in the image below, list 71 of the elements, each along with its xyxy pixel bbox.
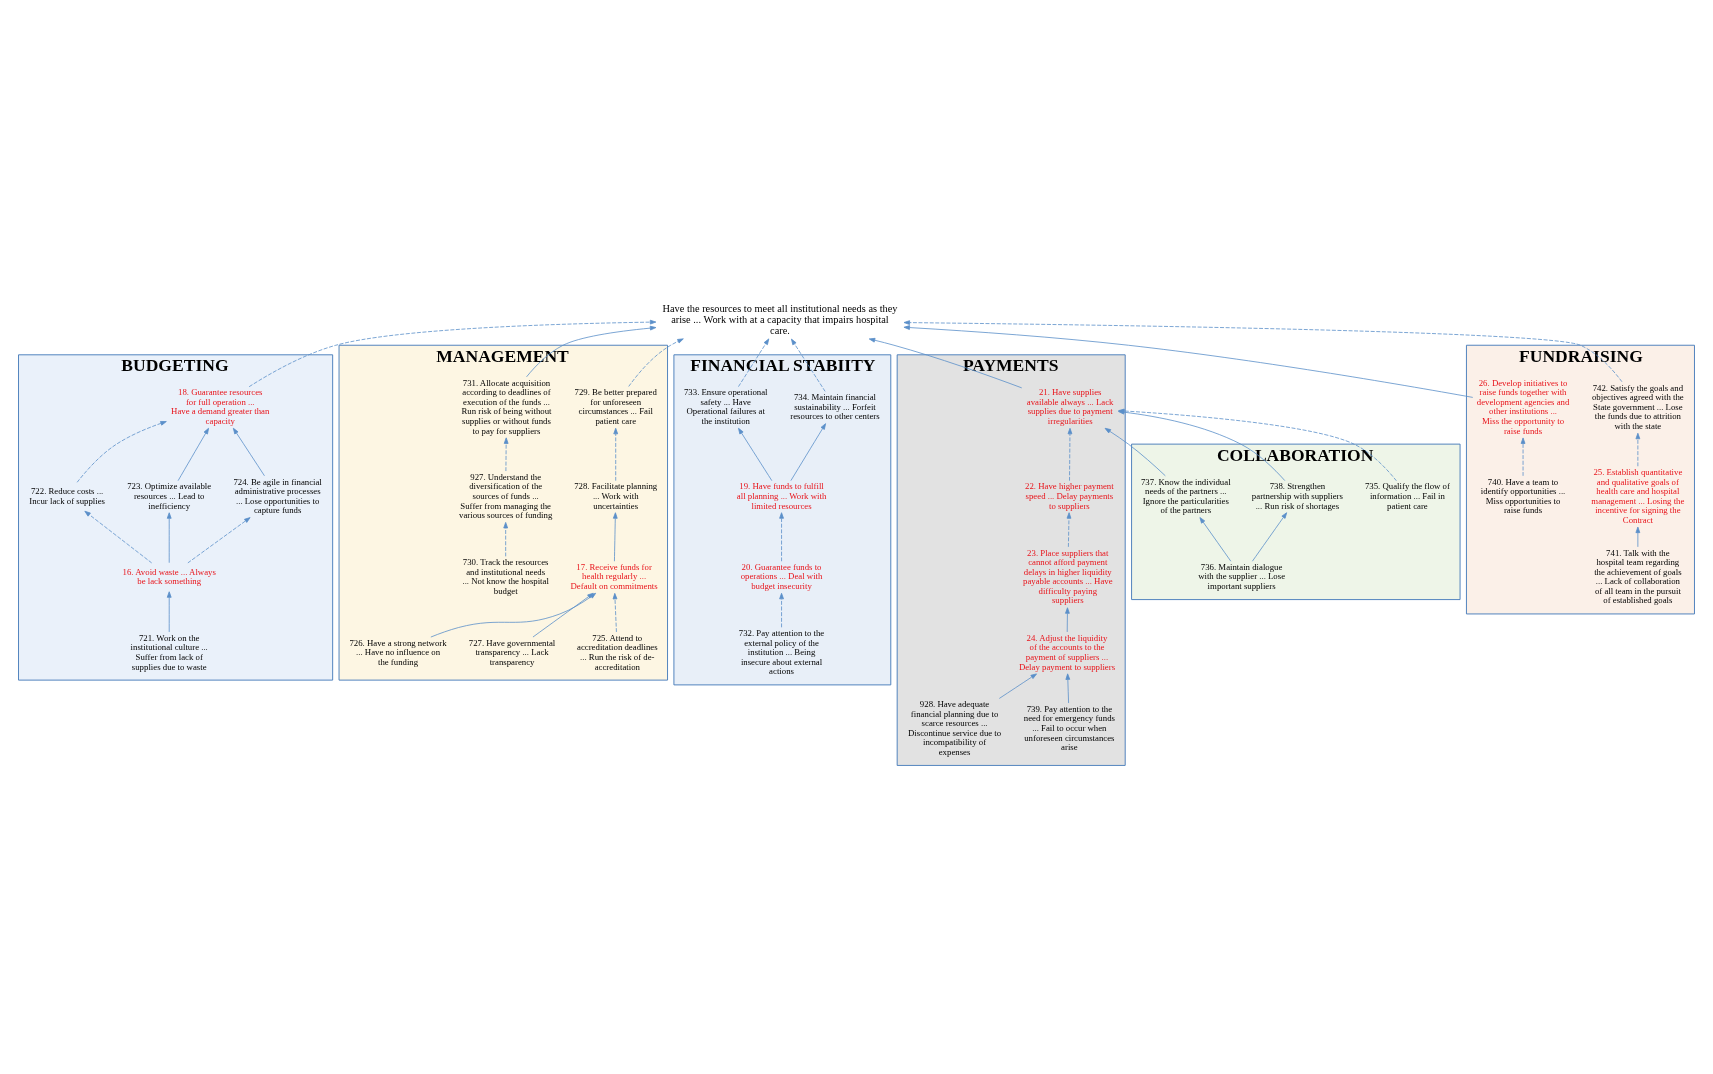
arrow	[166, 512, 172, 564]
arrow	[903, 320, 1623, 383]
node-text: 928. Have adequate financial planning due to scarce resources ... Discontinue service due to incompatibility of expenses	[907, 699, 1002, 757]
node-text: 729. Be better prepared for unforeseen circumstances ... Fail patient care	[574, 387, 657, 427]
arrow	[612, 592, 618, 633]
node-text: 20. Guarantee funds to operations ... Deal with budget insecurity	[740, 561, 823, 592]
arrow	[868, 337, 1023, 389]
node-text: 738. Strengthen partnership with suppliers ... Run risk of shortages	[1251, 481, 1343, 511]
arrow	[791, 338, 826, 392]
node-text: 736. Maintain dialogue with the supplier ... Lose important suppliers	[1198, 561, 1286, 592]
arrow	[790, 423, 826, 482]
node-text: 723. Optimize available resources ... Lead to inefficiency	[127, 481, 212, 511]
node-text: 18. Guarantee resources for full operation ... Have a demand greater than capacity	[171, 387, 270, 427]
arrow	[738, 427, 773, 482]
arrow	[76, 421, 167, 483]
arrow	[503, 437, 509, 472]
node-text: 722. Reduce costs ... Incur lack of supplies	[29, 486, 105, 506]
node-text: 927. Understand the diversification of the sources of funds ... Suffer from managing the various sources of funding	[459, 471, 553, 521]
node-text: 742. Satisfy the goals and objectives agreed with the State government ... Lose the funds due to attrition with the state	[1591, 382, 1684, 431]
arrow	[232, 427, 265, 477]
arrow	[166, 591, 172, 633]
arrow	[628, 338, 684, 387]
node-text: 728. Facilitate planning ... Work with uncertainties	[574, 481, 658, 511]
arrow	[1067, 427, 1073, 482]
arrow	[1251, 512, 1288, 562]
arrow	[503, 522, 509, 557]
arrow	[187, 517, 251, 564]
node-text: 730. Track the resources and institutional needs ... Not know the hospital budget	[462, 557, 549, 596]
node-text: 725. Attend to accreditation deadlines ... Run the risk of de-accreditation	[577, 632, 658, 672]
node-text: 21. Have supplies available always ... Lack supplies due to payment irregularities	[1026, 387, 1114, 427]
node-text: 24. Adjust the liquidity of the accounts to the payment of suppliers ... Delay payment to suppliers	[1018, 632, 1116, 672]
node-text: 731. Allocate acquisition according to deadlines of execution of the funds ... Run risk of being without supplies or without funds to pay for suppliers	[461, 377, 552, 436]
node-text: 16. Avoid waste ... Always be lack something	[122, 566, 216, 587]
arrow	[998, 673, 1037, 699]
arrow	[1520, 437, 1526, 477]
arrow	[779, 512, 784, 562]
node-text: 734. Maintain financial sustainability ... Forfeit resources to other centers	[790, 392, 880, 422]
node-text: 26. Develop initiatives to raise funds together with development agencies and other institutions ... Miss the opportunity to raise funds	[1476, 377, 1570, 436]
node-text: 735. Qualify the flow of information ... Fail in patient care	[1364, 481, 1450, 511]
arrow	[248, 319, 657, 388]
arrow	[1065, 607, 1070, 633]
node-text: 740. Have a team to identify opportunities ... Miss opportunities to raise funds	[1480, 476, 1566, 516]
node-text: 19. Have funds to fulfill all planning ... Work with limited resources	[736, 481, 827, 511]
arrow	[1635, 432, 1641, 467]
node-text: 724. Be agile in financial administrative processes ... Lose opportunities to capture funds	[233, 476, 322, 516]
node-text: 732. Pay attention to the external policy of the institution ... Being insecure about external actions	[738, 628, 825, 677]
arrow	[1199, 517, 1232, 562]
arrow	[903, 325, 1474, 398]
arrow	[738, 338, 770, 388]
node-text: 726. Have a strong network ... Have no influence on the funding	[349, 637, 447, 667]
node-text: 23. Place suppliers that cannot afford payment delays in higher liquidity payable accounts ... Have difficulty paying suppliers	[1023, 547, 1113, 606]
arrow	[612, 512, 618, 562]
node-text: 739. Pay attention to the need for emergency funds ... Fail to occur when unforeseen circumstances arise	[1023, 703, 1115, 753]
arrow	[84, 510, 153, 564]
node-text: 737. Know the individual needs of the partners ... Ignore the particularities of the partners	[1140, 476, 1231, 516]
arrow	[779, 592, 784, 628]
node-text: 22. Have higher payment speed ... Delay payments to suppliers	[1025, 481, 1114, 511]
arrow	[526, 325, 657, 378]
node-text: 25. Establish quantitative and qualitative goals of health care and hospital management ... Losing the incentive for signing the Contract	[1591, 467, 1685, 525]
arrow	[1635, 526, 1641, 548]
arrow	[1065, 673, 1071, 704]
node-text: 721. Work on the institutional culture ... Suffer from lack of supplies due to waste	[130, 632, 208, 672]
node-text: 17. Receive funds for health regularly ... Default on commitments	[570, 561, 658, 592]
node-text: Have the resources to meet all institutional needs as they arise ... Work with at a capacity that impairs hospital care.	[662, 303, 898, 337]
node-text: 741. Talk with the hospital team regarding the achievement of goals ... Lack of collaboration of all team in the pursuit of established goals	[1594, 547, 1682, 606]
arrow	[1104, 427, 1166, 477]
arrow	[1066, 512, 1072, 548]
node-text: 727. Have governmental transparency ... Lack transparency	[468, 637, 556, 667]
arrow	[613, 427, 619, 482]
arrow	[177, 427, 209, 482]
node-text: 733. Ensure operational safety ... Have Operational failures at the institution	[683, 387, 768, 427]
